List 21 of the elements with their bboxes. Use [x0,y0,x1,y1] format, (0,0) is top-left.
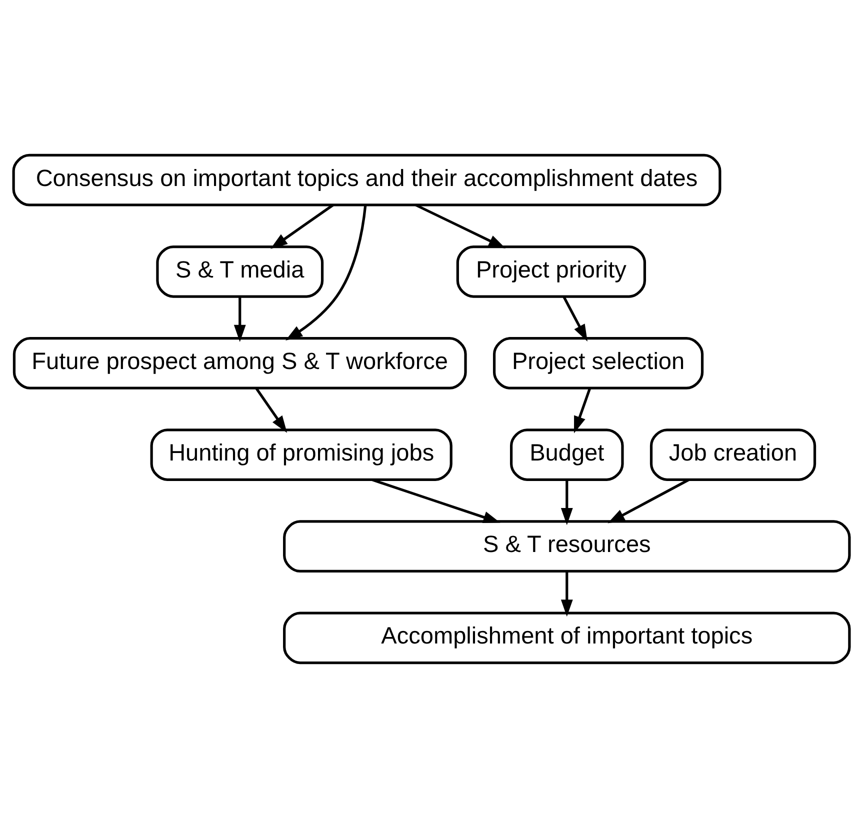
node-box: Budget [510,428,624,481]
arrow [255,388,288,433]
node-box: Hunting of promising jobs [150,428,452,481]
node-box: Project selection [492,337,704,390]
arrow [560,572,573,617]
arrow [286,204,367,340]
arrow [415,204,506,248]
node-box: S & T media [156,246,324,298]
node-box: Consensus on important topics and their accomplishment dates [12,154,722,206]
node-box: Job creation [650,428,816,481]
arrow [562,296,588,342]
arrow [560,480,573,526]
node-box: S & T resources [283,520,851,572]
node-box: Accomplishment of important topics [283,612,851,664]
node-box: Future prospect among S & T workforce [12,337,467,390]
node-box: Project priority [456,246,646,298]
arrow [371,478,500,523]
arrow [234,296,246,342]
arrow [270,204,334,249]
arrow [574,388,592,434]
arrow [608,478,690,524]
